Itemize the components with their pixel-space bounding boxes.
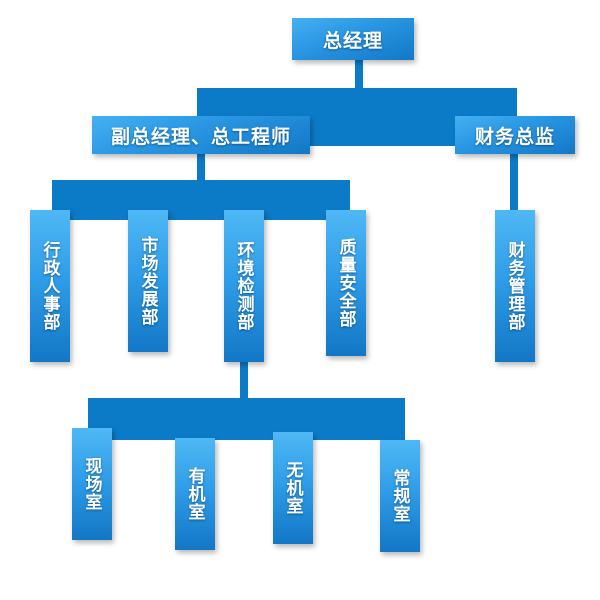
connector-env-testing-stem bbox=[240, 360, 248, 408]
connector-finance-stem bbox=[510, 146, 518, 218]
node-admin-hr-dept[interactable]: 行政人事部 bbox=[30, 210, 70, 362]
node-finance-director[interactable]: 财务总监 bbox=[455, 116, 575, 154]
connector-level4-bar bbox=[88, 398, 405, 440]
node-organic-room[interactable]: 有机室 bbox=[175, 438, 215, 550]
node-quality-safety-dept[interactable]: 质量安全部 bbox=[326, 210, 366, 356]
node-inorganic-room[interactable]: 无机室 bbox=[273, 432, 313, 544]
node-general-manager[interactable]: 总经理 bbox=[292, 18, 414, 60]
node-market-development-dept[interactable]: 市场发展部 bbox=[128, 210, 168, 352]
connector-deputy-stem bbox=[197, 146, 205, 188]
node-deputy-gm-chief-engineer[interactable]: 副总经理、总工程师 bbox=[92, 116, 310, 154]
node-field-room[interactable]: 现场室 bbox=[72, 428, 112, 540]
node-environmental-testing-dept[interactable]: 环境检测部 bbox=[224, 210, 264, 362]
connector-gm-stem bbox=[355, 58, 363, 90]
connector-level3-bar bbox=[52, 180, 350, 220]
node-finance-management-dept[interactable]: 财务管理部 bbox=[495, 210, 535, 362]
node-routine-room[interactable]: 常规室 bbox=[380, 440, 420, 552]
